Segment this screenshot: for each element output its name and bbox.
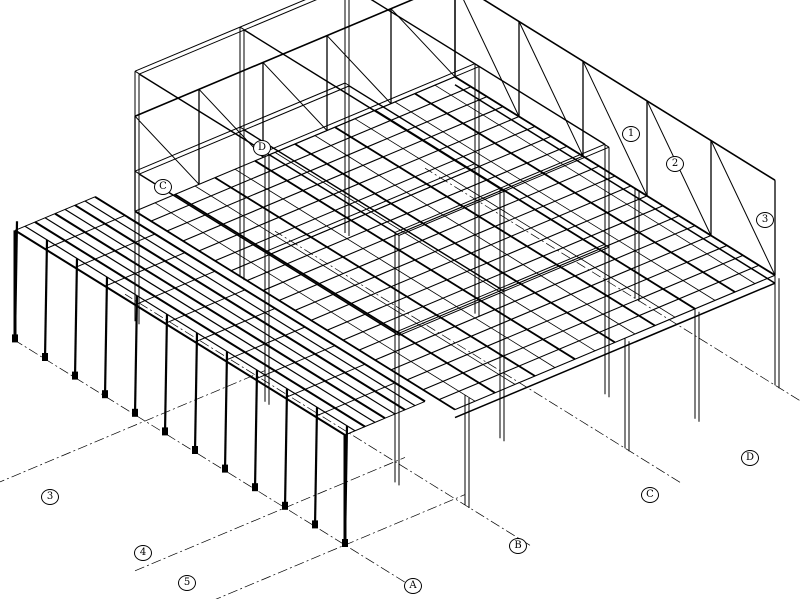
concrete-beam [268,66,480,156]
grid-label-A: A [404,578,422,594]
grid-label-top-1: 1 [622,126,640,142]
truss-diagonal [134,115,200,185]
truss-diagonal [710,140,776,276]
concrete-beam [134,0,306,72]
canopy-column [283,388,289,508]
truss-diagonal [390,8,456,78]
column-base-plate [222,464,228,473]
canopy-beam [74,204,406,411]
grid-label-top-2: 2 [666,156,684,172]
concrete-beam [264,63,476,153]
canopy-joist [284,363,366,399]
grid-label-top-3: 3 [756,212,774,228]
canopy-column [73,258,79,378]
grid-line-number [134,457,406,572]
canopy-joist [134,270,216,306]
column-base-plate [132,408,138,417]
grid-label-3: 3 [41,489,59,505]
deck-joist [394,101,716,301]
truss-diagonal [518,21,584,157]
deck-joist [354,118,676,318]
grid-line-letter [424,167,800,402]
column-base-plate [192,446,198,454]
deck-joist [274,152,596,352]
canopy-column [253,370,259,490]
deck-joist [134,210,456,411]
deck-joist [154,202,476,402]
canopy-joist [344,400,426,436]
canopy-beam [44,217,376,423]
grid-label-B: B [509,538,527,554]
column-base-plate [312,520,318,529]
deck-beam [454,274,776,411]
deck-edge [454,282,776,419]
grid-label-top-D: D [253,140,271,156]
column-base-plate [42,353,48,361]
canopy-joist [14,196,96,231]
grid-line-number [0,370,266,483]
canopy-joist [314,382,396,417]
grid-label-4: 4 [134,545,152,561]
canopy-joist [254,345,336,380]
canopy-column [163,314,169,434]
deck-joist [194,185,516,385]
deck-joist [214,176,536,377]
canopy-column [103,277,109,397]
truss-diagonal [326,35,392,105]
canopy-column [43,239,49,360]
canopy-beam [94,195,426,403]
canopy-beam [54,212,386,420]
truss-top-chord [134,0,414,117]
canopy-column [133,295,139,415]
grid-line-letter [14,340,421,592]
concrete-beam [264,163,476,253]
canopy-beam [24,225,356,432]
column-base-plate [102,390,108,399]
column-base-plate [282,501,288,510]
canopy-beam [84,200,416,407]
canopy-joist [74,233,156,269]
column-base-plate [252,483,258,492]
grid-line-letter [274,230,681,483]
deck-joist [254,160,576,360]
deck-joist [334,126,656,327]
canopy-column [223,351,229,471]
grid-label-D: D [741,450,759,466]
truss-top-chord [482,0,776,181]
deck-joist [434,84,756,284]
truss-diagonal [198,88,264,158]
concrete-beam [268,166,480,256]
deck-joist [454,76,776,276]
canopy-joist [194,307,276,343]
grid-line-letter [124,293,531,546]
grid-label-top-C: C [154,179,172,195]
canopy-joist [104,252,186,287]
deck-edge [454,84,776,284]
column-base-plate [72,371,78,380]
canopy-joist [44,214,126,250]
truss-diagonal [463,0,520,117]
deck-joist [294,143,616,344]
column-base-plate [162,427,168,436]
truss-diagonal [582,60,648,197]
deck-joist [414,92,736,293]
canopy-column [193,332,199,453]
canopy-column [313,407,319,527]
grid-label-C: C [641,487,659,503]
canopy-beam [34,221,366,428]
truss-diagonal [262,62,328,131]
deck-joist [174,193,496,394]
canopy-joist [164,289,246,324]
grid-line-number [215,494,466,599]
canopy-beam [14,229,346,436]
grid-label-5: 5 [178,575,196,591]
canopy-beam [64,208,396,415]
